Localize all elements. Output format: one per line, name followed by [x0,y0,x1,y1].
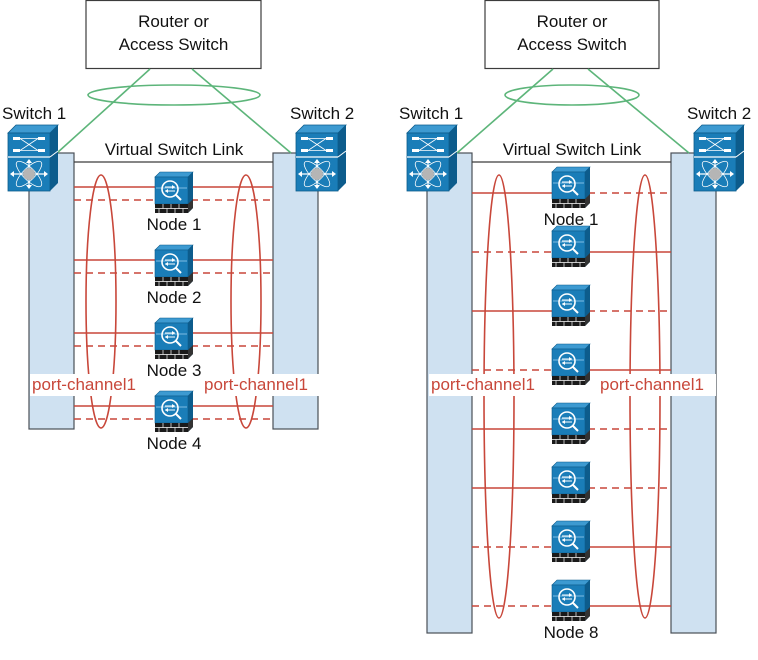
security-appliance-icon [551,166,591,209]
cluster-node: Node 2 [143,244,207,307]
security-appliance-icon [551,520,591,563]
security-appliance-icon [154,390,194,433]
node-links [74,186,273,420]
cluster-node: Node 1 [540,166,604,229]
security-appliance-icon [551,343,591,386]
router-label-line1: Router or [537,12,608,31]
switch1-icon [7,124,59,192]
uplink-switch1 [456,68,554,154]
node-label-bg [143,287,207,305]
security-appliance-icon [551,579,591,622]
uplink-switch1 [56,68,151,154]
cluster-node: Node 8 [540,579,604,642]
port-channel-left-label-bg [30,374,148,396]
uplink-switch2 [587,68,690,154]
vsl-label: Virtual Switch Link [105,140,244,159]
node-label-bg [143,360,207,378]
port-channel-left-label: port-channel1 [431,375,535,394]
security-appliance-icon [551,284,591,327]
router-label-line2: Access Switch [517,35,627,54]
port-channel-right-label-bg [598,374,716,396]
switch1-label: Switch 1 [399,104,463,123]
switch2-icon [295,124,347,192]
port-channel-right-ellipse [629,174,661,619]
switch2-icon [693,124,745,192]
switch1-label: Switch 1 [2,104,66,123]
security-appliance-icon [154,171,194,214]
router-label-line1: Router or [138,12,209,31]
security-appliance-icon [551,402,591,445]
switch2-label: Switch 2 [687,104,751,123]
security-appliance-icon [551,225,591,268]
port-channel-right-label: port-channel1 [600,375,704,394]
router-box [85,0,262,70]
port-channel-left-label-bg [429,374,547,396]
cluster-node [551,520,591,563]
cluster-node [551,284,591,327]
switch1-icon [406,124,458,192]
cluster-node: Node 3 [143,317,207,380]
cluster-node [551,225,591,268]
uplink-etherchannel-ellipse [504,84,640,106]
cluster-node: Node 1 [143,171,207,234]
cluster-node [551,461,591,504]
node-label: Node 1 [147,215,202,234]
node-label: Node 4 [147,434,202,453]
router-box [484,0,660,70]
security-appliance-icon [551,461,591,504]
port-channel-left-ellipse [85,174,117,429]
node-label: Node 8 [544,623,599,642]
port-channel-left-label: port-channel1 [32,375,136,394]
node-label-bg [143,214,207,232]
cluster-node: Node 4 [143,390,207,453]
port-channel-left-ellipse [483,174,515,619]
uplink-switch2 [191,68,292,154]
node-label-bg [143,433,207,451]
node-label: Node 1 [544,210,599,229]
port-channel-right-ellipse [230,174,262,429]
security-appliance-icon [154,317,194,360]
router-label-line2: Access Switch [119,35,229,54]
port-channel-right-label: port-channel1 [204,375,308,394]
port-channel-right-label-bg [202,374,320,396]
node-label: Node 2 [147,288,202,307]
vsl-label: Virtual Switch Link [503,140,642,159]
security-appliance-icon [154,244,194,287]
node-label: Node 3 [147,361,202,380]
node-label-bg [540,622,604,640]
cluster-node [551,343,591,386]
node-label-bg [540,209,604,227]
uplink-etherchannel-ellipse [87,84,261,106]
switch2-label: Switch 2 [290,104,354,123]
cluster-node [551,402,591,445]
